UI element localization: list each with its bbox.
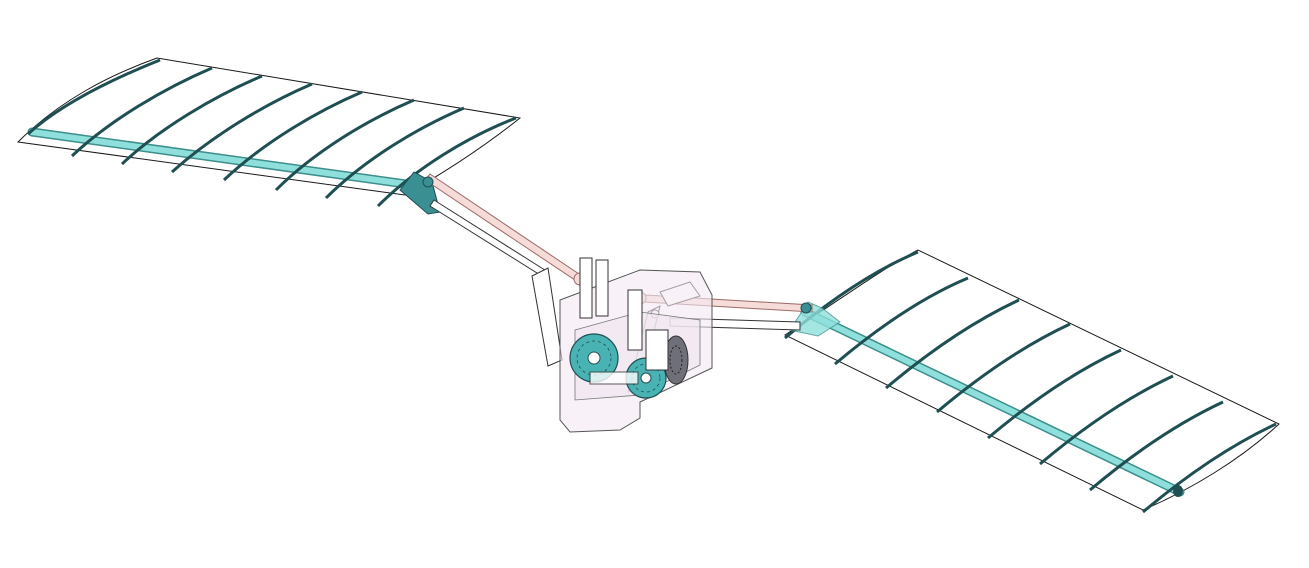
left-crank-arm: [531, 267, 563, 367]
left-white-rod: [429, 199, 549, 279]
motor-block: [645, 329, 669, 371]
right-wing: [783, 249, 1280, 514]
left-rib-2: [70, 66, 213, 158]
right-rib-2: [834, 276, 969, 366]
left-pink-rod: [424, 173, 583, 283]
right-rib-3: [885, 298, 1020, 390]
left-rib-3: [120, 74, 263, 166]
left-post-2: [595, 259, 609, 317]
left-wing: [16, 57, 522, 215]
right-rib-8: [1142, 422, 1277, 514]
right-wing-spar: [800, 307, 1185, 497]
right-rib-6: [1039, 374, 1174, 466]
left-rib-7: [324, 106, 465, 200]
right-wing-ribs: [784, 250, 1277, 514]
left-rib-1: [26, 58, 161, 136]
right-wing-tip-cap: [1173, 485, 1183, 497]
left-rib-6: [274, 98, 415, 192]
right-rib-4: [936, 322, 1071, 414]
left-rib-4: [170, 82, 313, 174]
teal-gear: [569, 333, 619, 383]
left-wing-membrane: [16, 57, 522, 196]
left-wing-spar: [27, 127, 425, 191]
right-rib-5: [987, 348, 1122, 440]
left-rib-5: [222, 90, 363, 182]
gray-gear: [663, 335, 689, 385]
drive-shaft: [589, 371, 639, 385]
right-wing-membrane: [783, 249, 1280, 511]
left-post: [579, 257, 593, 319]
center-post: [627, 289, 643, 351]
left-wing-ribs: [26, 58, 517, 208]
right-rib-7: [1089, 400, 1224, 492]
joint-pin: [800, 302, 812, 314]
left-rib-8: [376, 116, 517, 208]
joint-pin: [422, 176, 434, 188]
gearbox: [559, 257, 713, 433]
